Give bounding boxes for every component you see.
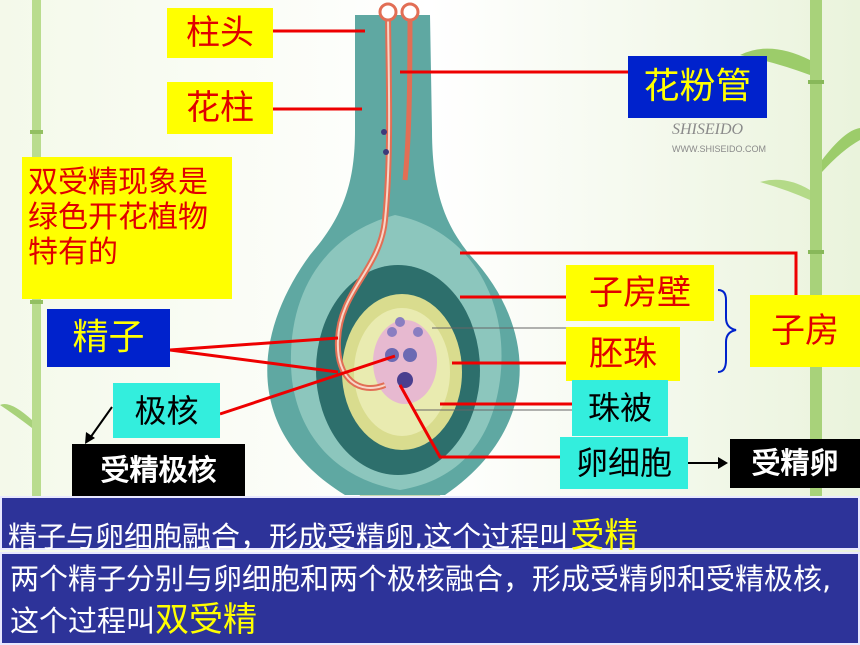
pointer-ovary bbox=[460, 251, 798, 295]
label-fertilized-polar-nuclei: 受精极核 bbox=[72, 444, 245, 496]
label-sperm: 精子 bbox=[47, 309, 170, 367]
label-ovary: 子房 bbox=[750, 295, 860, 367]
label-zygote: 受精卵 bbox=[730, 439, 860, 488]
label-stigma: 柱头 bbox=[167, 8, 273, 58]
pointer-sperm-2 bbox=[169, 348, 339, 374]
label-egg-cell: 卵细胞 bbox=[560, 437, 688, 489]
statement-fertilization: 精子与卵细胞融合，形成受精卵,这个过程叫受精 bbox=[0, 496, 860, 559]
label-ovule: 胚珠 bbox=[566, 327, 680, 381]
pointer-sperm-1 bbox=[169, 336, 339, 352]
statement-double-fertilization: 两个精子分别与卵细胞和两个极核融合，形成受精卵和受精极核,这个过程叫双受精 bbox=[0, 552, 860, 645]
pointer-egg-cell bbox=[398, 384, 560, 459]
label-pollen-tube: 花粉管 bbox=[628, 56, 767, 118]
watermark-logo: SHISEIDO WWW.SHISEIDO.COM bbox=[672, 121, 766, 154]
svg-text:WWW.SHISEIDO.COM: WWW.SHISEIDO.COM bbox=[672, 144, 766, 154]
label-integument: 珠被 bbox=[572, 380, 668, 436]
svg-text:SHISEIDO: SHISEIDO bbox=[672, 121, 744, 138]
embryo-sac bbox=[373, 320, 437, 404]
bamboo-decoration-right bbox=[740, 0, 860, 500]
statement-fertilization-text: 精子与卵细胞融合，形成受精卵,这个过程叫 bbox=[8, 520, 569, 554]
ovary-bracket bbox=[717, 289, 737, 373]
label-polar-nuclei: 极核 bbox=[113, 383, 220, 438]
statement-double-fertilization-text: 两个精子分别与卵细胞和两个极核融合，形成受精卵和受精极核,这个过程叫 bbox=[10, 562, 832, 639]
answer-double-fertilization: 双受精 bbox=[155, 600, 258, 641]
arrow-to-fertilized-polar-nuclei bbox=[89, 406, 113, 439]
label-ovary-wall: 子房壁 bbox=[566, 265, 714, 321]
pointer-polar-nuclei bbox=[219, 354, 396, 416]
label-style: 花柱 bbox=[167, 82, 273, 134]
note-double-fertilization: 双受精现象是绿色开花植物特有的 bbox=[22, 157, 232, 299]
